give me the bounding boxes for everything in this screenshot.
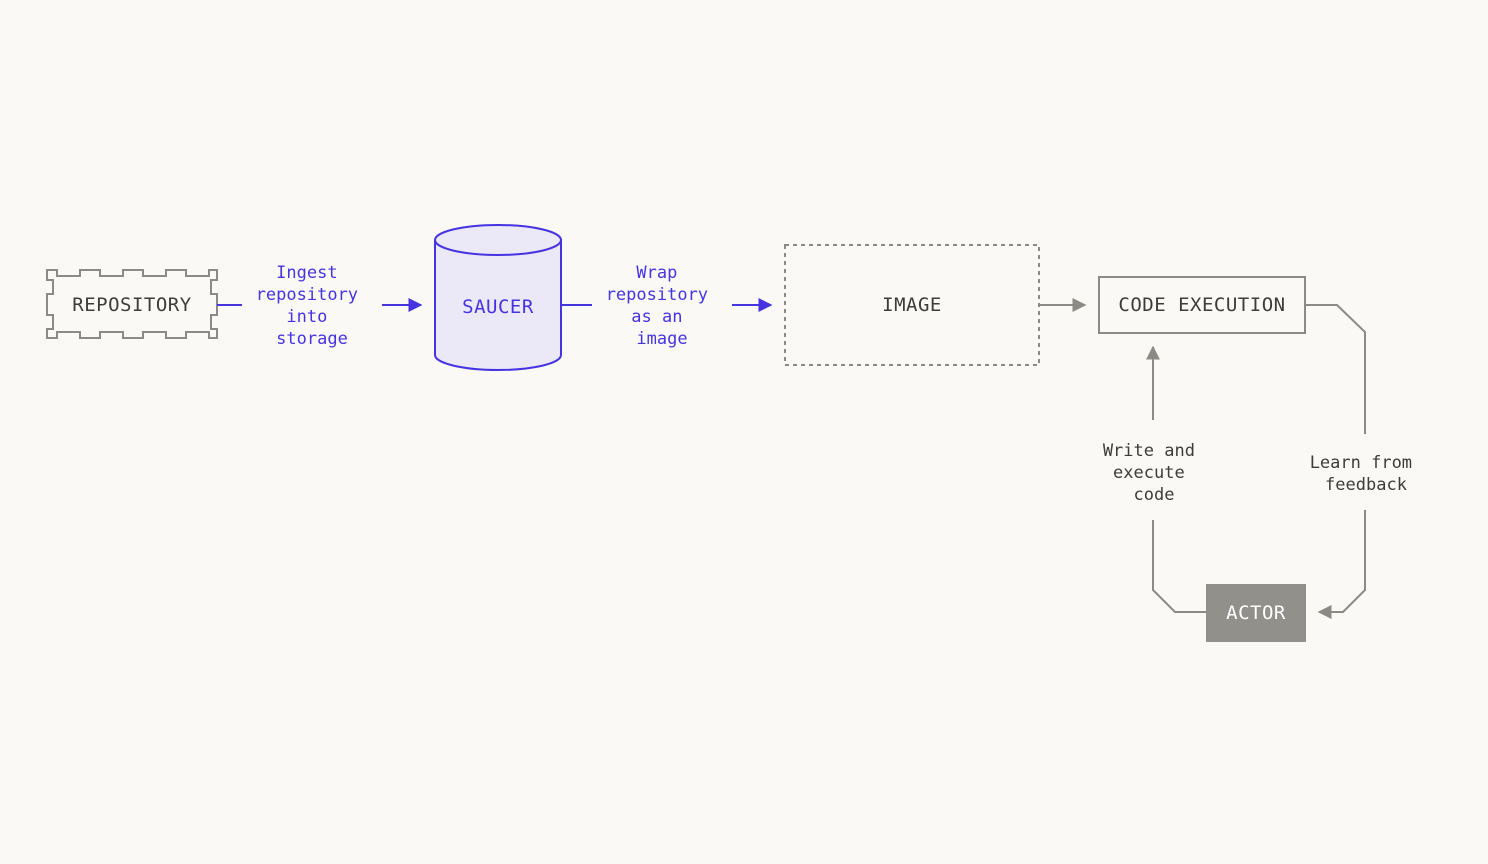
wrap-label-line: Wrap xyxy=(636,263,677,283)
write-label: Write and execute code xyxy=(1103,441,1205,505)
saucer-cylinder-top xyxy=(434,224,562,256)
write-label-line: execute xyxy=(1113,463,1185,483)
learn-edge: Learn from feedback xyxy=(1305,304,1423,619)
ingest-label-line: repository xyxy=(256,285,358,305)
image-label: IMAGE xyxy=(882,294,942,316)
learn-label-line: feedback xyxy=(1325,475,1407,495)
ingest-label-line: Ingest xyxy=(276,263,337,283)
repository-node: REPOSITORY xyxy=(46,269,218,339)
learn-label: Learn from feedback xyxy=(1310,453,1423,495)
write-edge: Write and execute code xyxy=(1103,345,1206,613)
write-label-line: Write and xyxy=(1103,441,1195,461)
ingest-label: Ingest repository into storage xyxy=(256,263,369,349)
repository-label: REPOSITORY xyxy=(72,294,191,316)
ingest-label-line: into xyxy=(286,307,327,327)
wrap-label-line: repository xyxy=(606,285,708,305)
learn-path-top xyxy=(1305,304,1366,434)
wrap-edge: Wrap repository as an image xyxy=(561,263,773,349)
ingest-label-line: storage xyxy=(276,329,348,349)
ingest-edge: Ingest repository into storage xyxy=(217,263,423,349)
code-execution-label: CODE EXECUTION xyxy=(1118,294,1285,316)
actor-label: ACTOR xyxy=(1226,602,1286,624)
repository-shape xyxy=(46,269,218,339)
learn-path-bottom xyxy=(1317,510,1366,619)
actor-node: ACTOR xyxy=(1206,584,1306,642)
write-label-line: code xyxy=(1134,485,1175,505)
wrap-label-line: image xyxy=(636,329,687,349)
image-node: IMAGE xyxy=(784,244,1040,366)
code-execution-node: CODE EXECUTION xyxy=(1098,276,1306,334)
wrap-label-line: as an xyxy=(631,307,682,327)
actor-box xyxy=(1206,584,1306,642)
write-path-bottom xyxy=(1152,520,1206,613)
saucer-node: SAUCER xyxy=(434,224,562,371)
saucer-cylinder-body xyxy=(434,239,562,371)
saucer-label: SAUCER xyxy=(462,296,534,318)
learn-label-line: Learn from xyxy=(1310,453,1412,473)
wrap-label: Wrap repository as an image xyxy=(606,263,719,349)
